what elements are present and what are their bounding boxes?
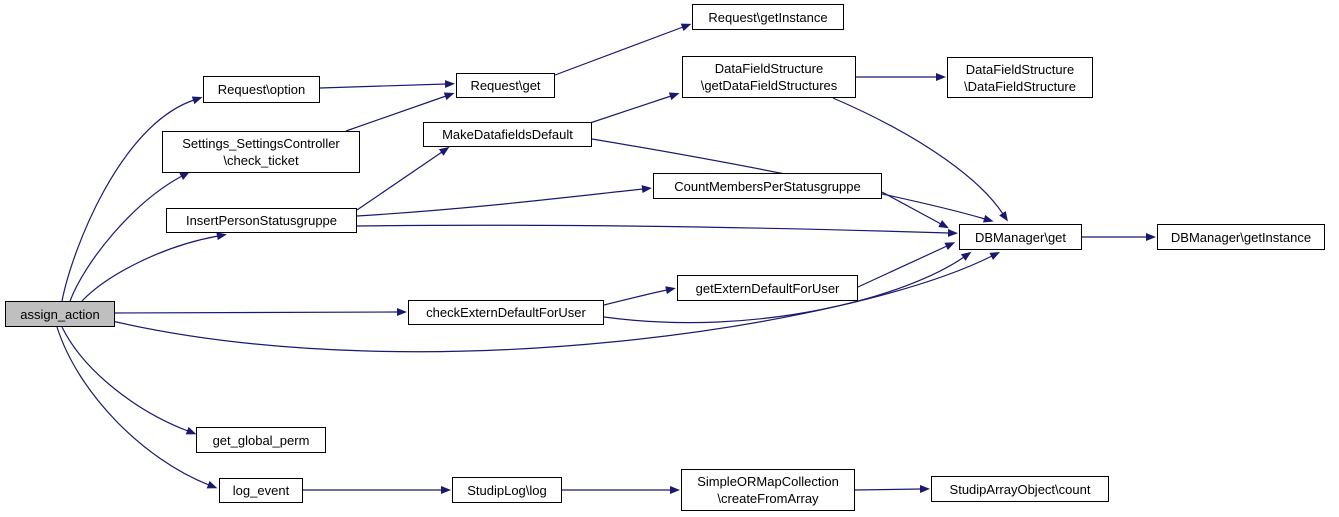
- edge-assign-action-to-settings-check-ticket: [69, 171, 190, 302]
- edge-makedatafieldsdefault-to-getdatafieldstructures: [589, 92, 680, 124]
- edge-assign-action-to-get-global-perm: [61, 326, 197, 435]
- edge-getdatafieldstructures-to-dbmanager-get: [832, 97, 1008, 222]
- node-checkexterndefaultforuser[interactable]: checkExternDefaultForUser: [408, 300, 604, 325]
- node-dbmanager-get[interactable]: DBManager\get: [959, 224, 1082, 250]
- edge-assign-action-to-dbmanager-get: [111, 251, 1001, 353]
- node-datafieldstructure-getdatafieldstructures[interactable]: DataFieldStructure \getDataFieldStructur…: [682, 56, 856, 98]
- node-getexterndefaultforuser[interactable]: getExternDefaultForUser: [677, 275, 858, 301]
- edge-assign-action-to-insertpersonstatusgruppe: [81, 232, 227, 302]
- edge-insertpersonstatusgruppe-to-countmembersperstatusgruppe: [356, 185, 652, 217]
- node-request-option[interactable]: Request\option: [203, 76, 320, 103]
- edge-checkexterndefaultforuser-to-dbmanager-get: [603, 251, 972, 324]
- edge-assign-action-to-request-option: [61, 96, 203, 302]
- node-simpleormapcollection-createfromarray[interactable]: SimpleORMapCollection \createFromArray: [681, 469, 855, 511]
- node-request-getinstance[interactable]: Request\getInstance: [692, 4, 844, 30]
- node-dbmanager-getinstance[interactable]: DBManager\getInstance: [1157, 224, 1325, 250]
- node-assign-action: assign_action: [5, 301, 115, 327]
- edge-request-get-to-request-getinstance: [554, 23, 692, 76]
- edge-checkexterndefaultforuser-to-getexterndefaultforuser: [603, 286, 676, 306]
- node-request-get[interactable]: Request\get: [456, 73, 555, 98]
- edge-settings-check-ticket-to-request-get: [345, 92, 455, 132]
- edge-insertpersonstatusgruppe-to-makedatafieldsdefault: [356, 146, 450, 211]
- node-log-event[interactable]: log_event: [219, 478, 303, 503]
- edge-countmembersperstatusgruppe-to-dbmanager-get: [881, 191, 949, 229]
- node-datafieldstructure-datafieldstructure[interactable]: DataFieldStructure \DataFieldStructure: [947, 57, 1093, 98]
- edge-insertpersonstatusgruppe-to-dbmanager-get: [356, 224, 958, 237]
- node-makedatafieldsdefault[interactable]: MakeDatafieldsDefault: [423, 122, 592, 147]
- node-insertpersonstatusgruppe[interactable]: InsertPersonStatusgruppe: [166, 208, 357, 233]
- node-studiplog-log[interactable]: StudipLog\log: [452, 477, 562, 503]
- edge-getexterndefaultforuser-to-dbmanager-get: [857, 242, 956, 288]
- edge-assign-action-to-checkexterndefaultforuser: [114, 308, 407, 317]
- node-get-global-perm[interactable]: get_global_perm: [196, 427, 326, 453]
- edge-createfromarray-to-studiparrayobject-count: [854, 485, 930, 494]
- edge-assign-action-to-log-event: [56, 326, 218, 489]
- node-settings-settingscontroller-check-ticket[interactable]: Settings_SettingsController \check_ticke…: [162, 131, 360, 173]
- edge-request-option-to-request-get: [319, 80, 455, 89]
- node-countmembersperstatusgruppe[interactable]: CountMembersPerStatusgruppe: [653, 173, 882, 199]
- node-studiparrayobject-count[interactable]: StudipArrayObject\count: [931, 476, 1109, 502]
